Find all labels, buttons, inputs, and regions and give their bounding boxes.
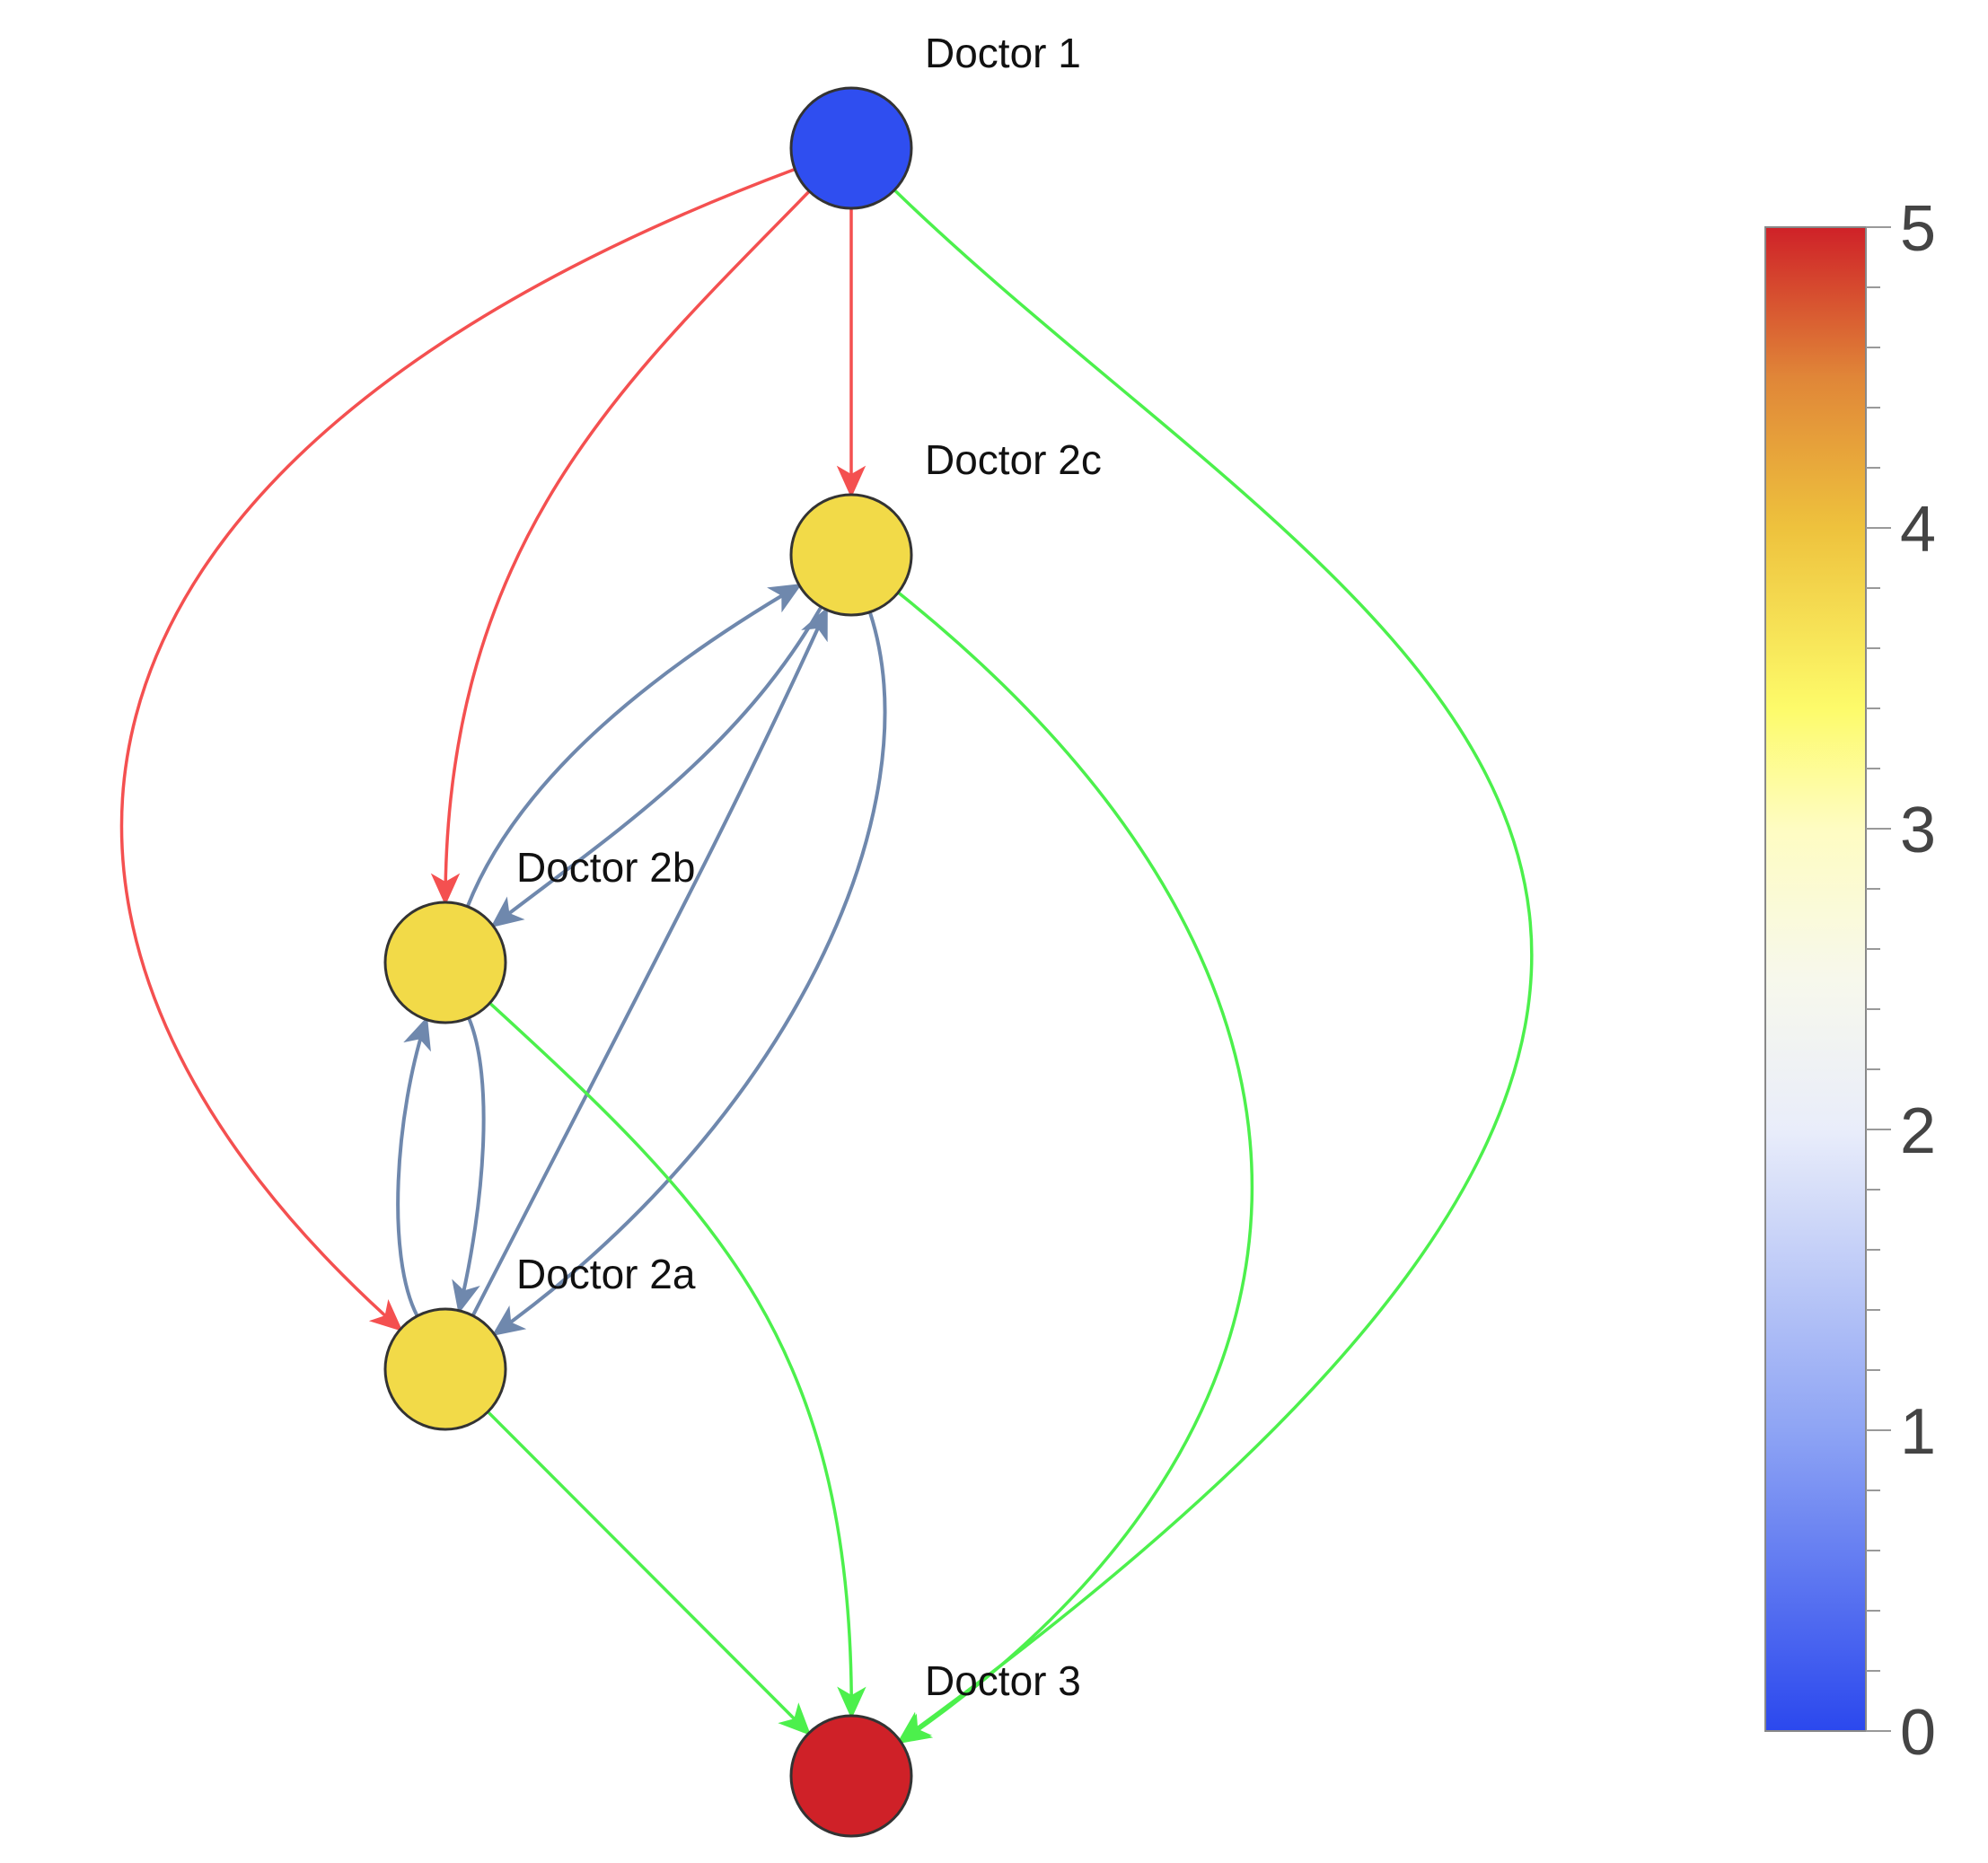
node-d2a [383, 1307, 507, 1431]
edge-d2a-to-d2b [396, 1016, 431, 1317]
node-label-d1: Doctor 1 [925, 30, 1081, 76]
node-d2b [383, 901, 507, 1024]
edge-d2c-to-d2b [490, 606, 823, 928]
edge-d2b-to-d2c [465, 584, 803, 908]
node-d3 [789, 1714, 913, 1838]
edge-d2a-to-d2c [471, 606, 829, 1317]
colorbar-tick-label-2: 2 [1900, 1095, 1936, 1167]
colorbar-gradient [1764, 226, 1867, 1732]
node-label-d2c: Doctor 2c [925, 436, 1102, 483]
nodes-layer [383, 86, 913, 1838]
node-label-d2a: Doctor 2a [516, 1251, 696, 1297]
edge-d2c-to-d3 [897, 591, 1254, 1744]
edge-d1-to-d3 [893, 189, 1534, 1743]
colorbar-tick-label-5: 5 [1900, 193, 1936, 265]
edge-d1-to-d2a [119, 167, 796, 1331]
edges-layer [119, 167, 1534, 1744]
color-legend: 0 1 2 3 4 5 [1764, 193, 1936, 1769]
edge-d2c-to-d2a [491, 611, 887, 1337]
node-label-d3: Doctor 3 [925, 1657, 1081, 1704]
edge-d2b-to-d2a [452, 1016, 486, 1314]
node-d1 [789, 86, 913, 210]
edge-d2a-to-d3 [487, 1410, 812, 1736]
node-label-d2b: Doctor 2b [516, 844, 695, 891]
colorbar-tick-label-4: 4 [1900, 494, 1936, 566]
edge-d2b-to-d3 [488, 1001, 866, 1719]
colorbar-tick-label-3: 3 [1900, 795, 1936, 866]
colorbar-tick-label-0: 0 [1900, 1697, 1936, 1769]
colorbar-tick-label-1: 1 [1900, 1396, 1936, 1468]
node-d2c [789, 493, 913, 617]
labels-layer: Doctor 1 Doctor 2c Doctor 2b Doctor 2a Docto… [516, 30, 1102, 1704]
edge-d1-to-d2b [430, 189, 811, 906]
